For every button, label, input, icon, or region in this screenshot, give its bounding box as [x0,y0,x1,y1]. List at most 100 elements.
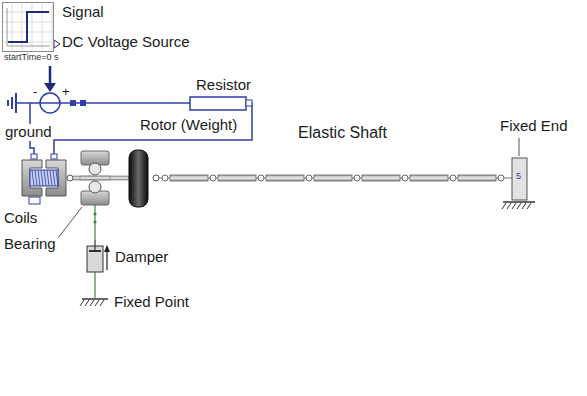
winding-stroke [56,170,58,186]
direction-arrow [106,250,107,270]
shaft-joint [354,175,360,181]
step-curve [8,12,49,42]
hatch [517,203,521,209]
signal-frame [2,2,54,52]
fixed-line [82,298,108,300]
component-name: Damper [115,249,168,266]
damper-rod [94,272,95,298]
mount-line [94,205,95,240]
shaft-joint [306,175,312,181]
shaft-segment [170,175,208,181]
roller [89,181,101,193]
rotor-disc [129,150,148,207]
component-name: Elastic Shaft [298,124,387,142]
mount-dot [93,212,96,215]
component-name: DC Voltage Source [62,34,190,51]
roller [89,163,101,175]
hatch [512,203,516,209]
winding-stroke [44,170,46,186]
fixed-end-symbol [502,158,535,209]
winding-stroke [32,170,34,186]
fixed-plate [512,158,527,200]
hatch [527,203,531,209]
component-name: Fixed Point [114,294,189,311]
bearing-shaft [80,176,110,180]
hatch [95,300,99,306]
drive-shaft [73,176,129,180]
source-circle [40,93,60,113]
component-name: Coils [4,210,37,227]
leader-line [58,207,82,238]
coil-terminal [31,154,37,159]
signal-background [2,2,54,52]
parameter-text: startTime=0 s [2,53,59,63]
ground-bar [7,100,9,106]
component-name: Fixed End [500,118,568,135]
shaft-joint [402,175,408,181]
output-port [54,40,60,48]
shaft-segment [362,175,400,181]
component-name: ground [4,124,53,141]
wire [54,103,252,156]
hatch [85,300,89,306]
signal-wire [49,66,52,84]
shaft-segment [314,175,352,181]
pin-square [80,100,86,106]
shaft-segment [266,175,304,181]
hatch [90,300,94,306]
pin-square [246,100,252,106]
shaft-joint [210,175,216,181]
winding-stroke [41,170,43,186]
source-line [40,102,60,104]
coil-terminal [51,154,57,159]
component-name: Resistor [196,77,251,94]
coil-base [29,197,40,204]
grid-line [12,4,13,50]
hatch [507,203,511,209]
shaft-segment [218,175,256,181]
leader-line [519,138,520,156]
mount-dot [93,220,96,223]
component-name: Rotor (Weight) [140,117,237,134]
elastic-shaft-symbol [159,175,512,181]
step-axis [7,8,50,46]
fixed-point-symbol [80,299,108,306]
grid-line [42,4,43,50]
component-name: Bearing [4,236,56,253]
shaft-joint [450,175,456,181]
hatch [522,203,526,209]
block-name: Signal [62,4,104,21]
grid-line [32,4,33,50]
damper-rod [94,240,95,251]
resistor-symbol [190,97,246,110]
signal-icon [2,2,60,52]
winding-stroke [47,170,49,186]
coils-symbol [22,154,73,204]
winding-stroke [35,170,37,186]
signal-arrowhead [44,83,56,92]
hatch [502,203,506,209]
wire [60,102,190,104]
winding-stroke [50,170,52,186]
dc-voltage-source-symbol [40,93,60,113]
shaft-segment [458,175,496,181]
shaft-joint [162,175,168,181]
polarity-mark: - [33,85,37,99]
winding-stroke [53,170,55,186]
grid-line [22,4,23,50]
polarity-mark: + [62,85,70,99]
grid-line [52,4,53,50]
damper-symbol [87,240,103,298]
wire [16,102,40,104]
bearing-symbol [80,151,110,205]
shaft-joint [258,175,264,181]
parameter-number: 5 [516,172,521,182]
coil-winding [30,170,58,186]
ground-symbol [8,93,16,113]
ground-bar [11,97,13,109]
direction-arrowhead [104,245,110,252]
pin-square [70,100,76,106]
winding-stroke [38,170,40,186]
